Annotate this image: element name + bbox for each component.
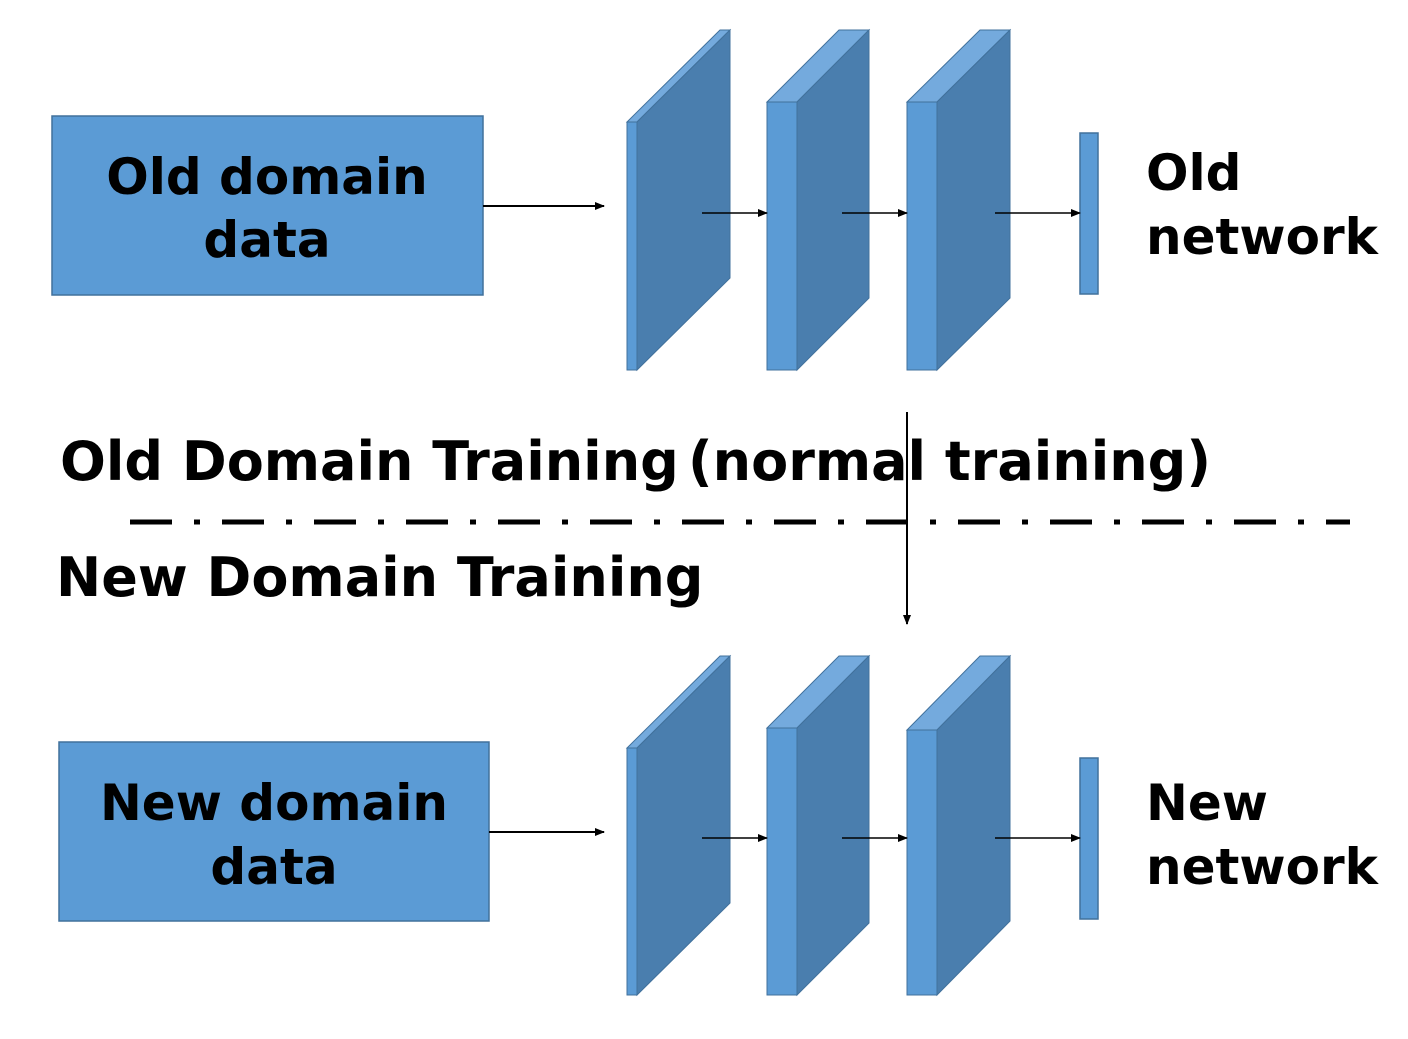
new-layer-2	[765, 654, 871, 997]
divider-section: Old Domain Training (normal training) Ne…	[56, 412, 1350, 625]
new-network-label-line2: network	[1146, 838, 1380, 896]
new-domain-data-label-line2: data	[210, 838, 337, 896]
old-domain-training-title: Old Domain Training	[60, 430, 679, 493]
old-layer-2	[765, 28, 871, 372]
new-output-layer	[1079, 757, 1099, 920]
new-domain-data-label-line1: New domain	[100, 774, 448, 832]
new-layer-1	[625, 654, 732, 997]
new-domain-section: New domain data New network	[58, 654, 1380, 997]
new-network-label-line1: New	[1146, 774, 1268, 832]
old-domain-data-box	[51, 115, 484, 296]
old-layer-1	[625, 28, 732, 372]
old-network-label-line2: network	[1146, 208, 1380, 266]
old-domain-data-label-line2: data	[203, 211, 330, 269]
old-network-label-line1: Old	[1146, 144, 1241, 202]
old-domain-section: Old domain data Old network	[51, 28, 1380, 372]
new-layer-3	[905, 654, 1012, 997]
old-output-layer	[1079, 132, 1099, 295]
old-layer-3	[905, 28, 1012, 372]
old-domain-data-label-line1: Old domain	[106, 148, 428, 206]
normal-training-note: (normal training)	[688, 430, 1211, 493]
new-domain-data-box	[58, 741, 490, 922]
new-domain-training-title: New Domain Training	[56, 546, 703, 609]
